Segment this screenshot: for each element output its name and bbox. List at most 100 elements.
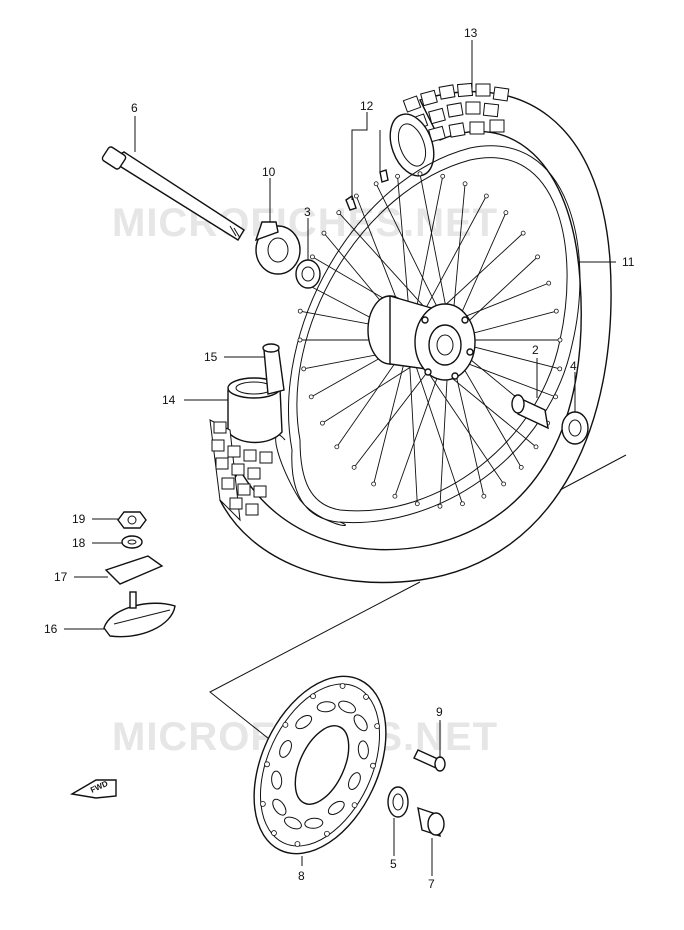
disc-cutout [353, 714, 368, 732]
callout-10: 10 [262, 165, 276, 179]
callout-19: 19 [72, 512, 86, 526]
disc-hole [370, 762, 376, 769]
callout-11: 11 [622, 255, 635, 269]
callout-7: 7 [428, 877, 435, 891]
spoke-nipple [414, 501, 420, 507]
spoke-nipple [440, 173, 446, 179]
spoke-nipple [351, 464, 357, 470]
spoke-nipple [395, 173, 400, 179]
disc-hole [310, 693, 316, 700]
spoke-nipple [481, 493, 487, 499]
spoke-nipple [297, 308, 303, 314]
disc-hole [351, 802, 358, 809]
rim-screws [345, 169, 389, 211]
spoke [461, 310, 557, 337]
rim-lock-16 [103, 591, 176, 638]
spoke-nipple [553, 308, 559, 314]
spoke [336, 353, 402, 448]
spoke [397, 176, 411, 319]
callout-5: 5 [390, 857, 397, 871]
spoke-nipple [533, 444, 539, 450]
hub [367, 295, 476, 381]
spoke [461, 343, 560, 370]
spoke-nipple [353, 193, 359, 199]
spoke-nipple [535, 254, 540, 260]
spoke-nipple [520, 230, 526, 236]
axle [101, 146, 245, 241]
spoke-nipple [297, 337, 303, 343]
spoke [418, 195, 487, 322]
spoke-nipple [321, 230, 327, 236]
spoke [394, 360, 444, 497]
spoke-nipple [310, 254, 315, 260]
spoke-nipple [553, 394, 558, 400]
spacer [511, 394, 549, 430]
callout-14: 14 [162, 393, 176, 407]
spoke-nipple [334, 444, 340, 450]
callout-15: 15 [204, 350, 218, 364]
nut-19 [117, 511, 147, 529]
dust-seal [387, 786, 409, 818]
disc-cutout [304, 817, 324, 829]
callout-8: 8 [298, 869, 305, 883]
spoke-nipple [503, 210, 509, 216]
tube-valve [262, 343, 285, 395]
brake-disc [253, 675, 387, 855]
fwd-direction-marker: FWD [69, 779, 117, 799]
disc-hole [264, 761, 270, 768]
disc-hole [282, 721, 289, 728]
spoke-nipple [320, 420, 325, 426]
bearing-right [561, 411, 589, 445]
spoke [413, 176, 444, 319]
spoke [456, 356, 522, 468]
tire [219, 82, 612, 584]
spoke [353, 356, 440, 468]
spoke-nipple [308, 394, 314, 400]
callout-12: 12 [360, 99, 374, 113]
bearing-left [295, 259, 321, 289]
disc-cutout [338, 700, 356, 714]
disc-cutout [295, 715, 313, 730]
spoke [414, 361, 463, 504]
disc-hole [271, 830, 277, 836]
spoke-nipple [336, 210, 342, 216]
callout-4: 4 [570, 359, 577, 373]
disc-cutout [271, 770, 283, 790]
collar [417, 806, 445, 838]
spoke-nipple [460, 501, 465, 507]
disc-cutout [284, 816, 302, 830]
rim-lock-plate-17 [104, 555, 164, 585]
spoke-nipple [373, 181, 379, 187]
callout-17: 17 [54, 570, 68, 584]
disc-hole [324, 830, 330, 837]
disc-cutout [327, 800, 345, 815]
callout-9: 9 [436, 705, 443, 719]
spoke-nipple [483, 193, 489, 199]
spoke-nipple [437, 503, 443, 509]
spoke-nipple [417, 171, 423, 177]
disc-hole [339, 683, 346, 689]
spoke-nipple [462, 181, 468, 187]
spoke [419, 173, 449, 319]
spoke [459, 256, 538, 330]
spoke-nipple [371, 481, 377, 487]
spoke-nipple [557, 366, 563, 372]
speedometer-drive [254, 221, 301, 275]
spoke [409, 361, 418, 504]
callout-6: 6 [131, 101, 138, 115]
spoke-nipple [301, 366, 307, 372]
disc-hole [363, 694, 369, 700]
washer-18 [121, 535, 143, 549]
spoke [439, 361, 449, 507]
callout-13: 13 [464, 26, 478, 40]
spoke [418, 358, 505, 485]
callout-18: 18 [72, 536, 86, 550]
disc-cutout [279, 740, 292, 758]
watermark-top: MICROFICHES.NET [112, 201, 498, 245]
disc-hole [294, 841, 301, 847]
spoke-nipple [557, 337, 563, 343]
disc-hole [259, 800, 266, 807]
callout-3: 3 [304, 205, 311, 219]
spoke-nipple [546, 280, 552, 286]
